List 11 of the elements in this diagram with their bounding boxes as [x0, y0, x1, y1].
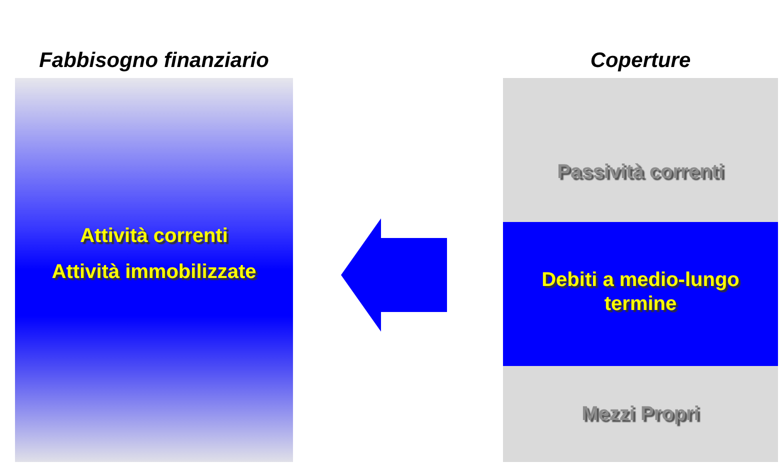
band-label: Attività immobilizzate [50, 260, 258, 284]
column-heading: Fabbisogno finanziario [38, 50, 270, 72]
band-label: Mezzi Propri [580, 402, 700, 426]
band-label: Attività correnti [79, 224, 229, 248]
band-label: Debiti a medio-lungo termine [540, 268, 740, 316]
band [503, 222, 778, 366]
band [503, 366, 778, 462]
block-arrow [341, 218, 447, 332]
band [503, 78, 778, 222]
band-label: Passività correnti [556, 160, 725, 184]
column-heading: Coperture [589, 50, 692, 72]
